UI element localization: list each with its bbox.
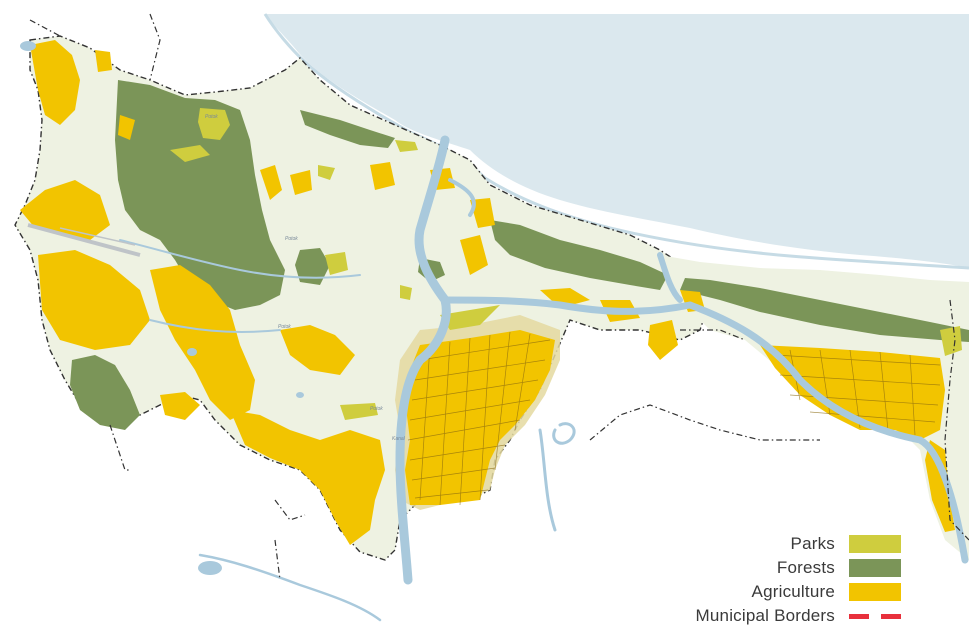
rivers <box>119 135 969 622</box>
svg-text:Potok: Potok <box>278 324 291 330</box>
svg-text:Potok: Potok <box>285 236 298 242</box>
legend-swatch-parks <box>849 535 901 553</box>
outer-borders <box>29 13 969 581</box>
forest-areas <box>70 80 969 430</box>
sea-area <box>265 14 969 268</box>
lakes <box>20 41 304 575</box>
legend-label-parks: Parks <box>790 534 835 553</box>
legend-swatch-municipal-borders <box>849 607 901 625</box>
legend-row-parks: Parks <box>601 532 901 556</box>
street-grid-center <box>407 331 551 506</box>
legend-row-forests: Forests <box>601 556 901 580</box>
place-labels: Potok Potok Potok Potok Kanal <box>205 114 406 442</box>
coastline <box>263 13 969 270</box>
legend-row-municipal-borders: Municipal Borders <box>601 604 901 628</box>
legend-swatch-agriculture <box>849 583 901 601</box>
legend-label-agriculture: Agriculture <box>751 582 835 601</box>
svg-text:Kanal: Kanal <box>392 436 406 442</box>
svg-text:Potok: Potok <box>370 406 383 412</box>
svg-text:Potok: Potok <box>205 114 218 120</box>
legend-swatch-forests <box>849 559 901 577</box>
legend-label-municipal-borders: Municipal Borders <box>695 606 835 625</box>
legend-label-forests: Forests <box>776 558 835 577</box>
airport-runway <box>27 223 141 257</box>
map-legend: Parks Forests Agriculture Municipal Bord… <box>601 532 901 628</box>
park-areas <box>170 108 962 420</box>
legend-row-agriculture: Agriculture <box>601 580 901 604</box>
